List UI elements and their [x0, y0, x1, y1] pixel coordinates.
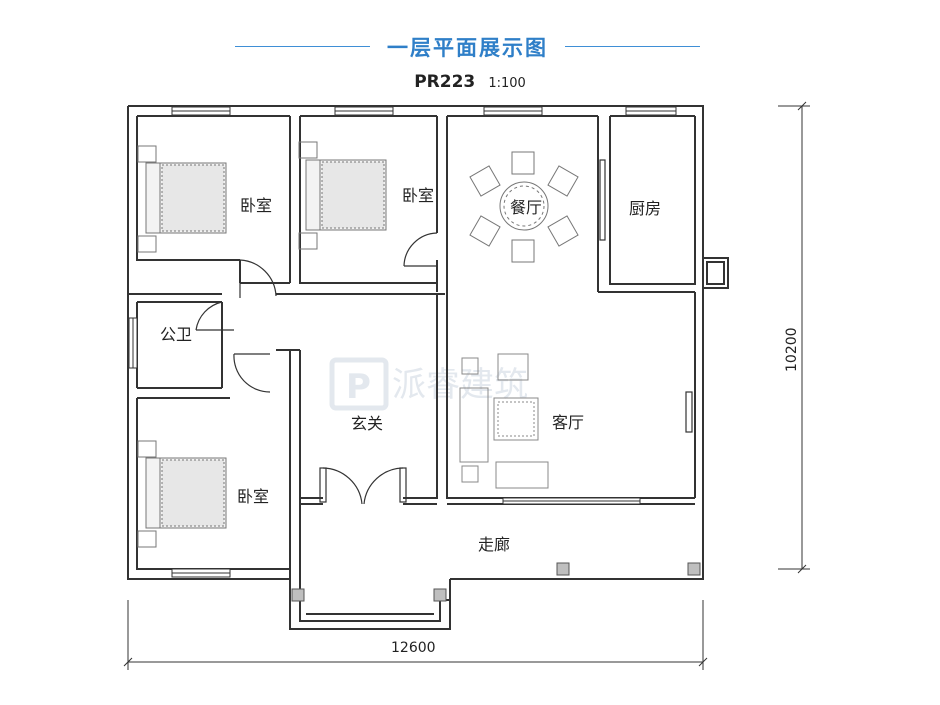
walls	[127, 105, 729, 630]
dimension-right	[778, 101, 810, 574]
header: 一层平面展示图	[0, 28, 940, 68]
bed-top-left	[137, 145, 227, 253]
plan-code: PR223	[414, 72, 476, 92]
dimension-depth: 10200	[784, 327, 800, 372]
columns	[291, 562, 701, 602]
room-label-bathroom: 公卫	[160, 325, 192, 344]
plan-subtitle: PR223 1:100	[0, 72, 940, 92]
room-label-living: 客厅	[552, 413, 584, 432]
furniture-dining	[469, 151, 579, 263]
title-rule-right	[565, 46, 700, 47]
windows	[128, 106, 677, 578]
furniture-living	[459, 353, 549, 489]
room-label-bedroom-bottom-left: 卧室	[237, 487, 269, 506]
room-label-bedroom-top-mid: 卧室	[402, 186, 434, 205]
room-labels: 卧室 卧室 餐厅 厨房 公卫 玄关 客厅 卧室 走廊	[160, 186, 661, 554]
room-label-foyer: 玄关	[351, 414, 383, 433]
bed-top-mid	[298, 141, 387, 250]
furniture-beds	[137, 141, 387, 548]
doors	[195, 159, 693, 505]
bed-bottom-left	[137, 440, 227, 548]
dimension-width: 12600	[391, 640, 436, 656]
watermark-logo: P	[346, 367, 371, 407]
room-label-corridor: 走廊	[478, 535, 510, 554]
room-label-bedroom-top-left: 卧室	[240, 196, 272, 215]
page-title: 一层平面展示图	[387, 36, 548, 60]
room-label-kitchen: 厨房	[629, 199, 661, 218]
plan-scale: 1:100	[488, 76, 526, 91]
dimension-bottom	[123, 600, 708, 670]
watermark: P 派睿建筑	[329, 357, 528, 411]
title-rule-left	[235, 46, 370, 47]
room-label-dining: 餐厅	[510, 198, 542, 217]
